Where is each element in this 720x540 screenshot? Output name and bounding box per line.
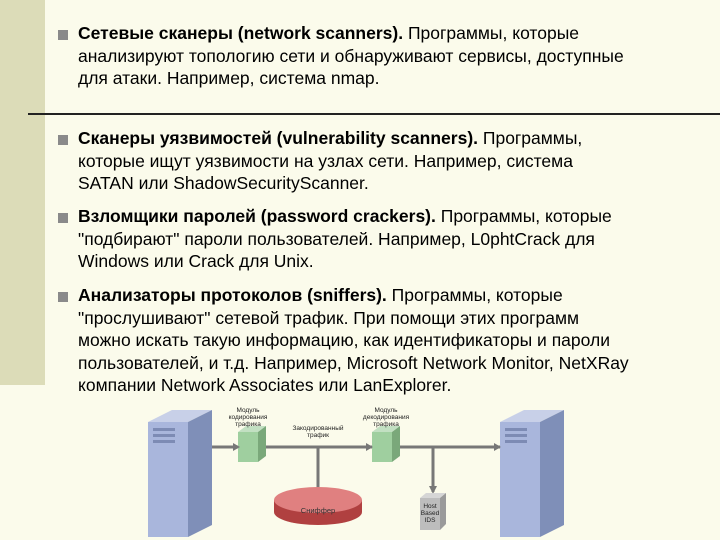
item-term: Сетевые сканеры (network scanners).	[78, 23, 404, 43]
item-term: Взломщики паролей (password crackers).	[78, 206, 436, 226]
sniffer-disk-icon	[274, 487, 362, 525]
ids-label: Based	[421, 510, 440, 517]
item-sniffers: Анализаторы протоколов (sniffers). Прогр…	[78, 284, 629, 397]
encrypted-traffic-label: Закодированный	[292, 424, 343, 432]
item-text: Программы, которые ищут уязвимости на уз…	[78, 128, 583, 193]
item-text: Программы, которые "подбирают" пароли по…	[78, 206, 612, 271]
item-term: Анализаторы протоколов (sniffers).	[78, 285, 387, 305]
bullet-marker	[58, 213, 68, 223]
encrypt-module-label: кодирования	[229, 414, 268, 421]
item-vulnerability-scanners: Сканеры уязвимостей (vulnerability scann…	[78, 127, 582, 195]
ids-label: Host	[423, 503, 437, 510]
ids-label: IDS	[425, 517, 437, 524]
network-lines	[212, 445, 500, 500]
decrypt-module-label: трафика	[373, 421, 399, 428]
right-server-icon	[500, 410, 564, 537]
encrypted-traffic-label: трафик	[307, 432, 329, 439]
item-password-crackers: Взломщики паролей (password crackers). П…	[78, 205, 612, 273]
item-network-scanners: Сетевые сканеры (network scanners). Прог…	[78, 22, 624, 90]
encrypt-module-label: трафика	[235, 421, 261, 428]
divider-line	[28, 113, 720, 115]
sniffer-label: Сниффер	[301, 506, 335, 515]
item-text: Программы, которые "прослушивают" сетево…	[78, 285, 629, 395]
bullet-marker	[58, 135, 68, 145]
encrypt-module-label: Модуль	[236, 407, 260, 414]
bullet-marker	[58, 30, 68, 40]
decrypt-module-icon	[372, 426, 400, 462]
left-server-icon	[148, 410, 212, 537]
bullet-marker	[58, 292, 68, 302]
left-accent-bar	[0, 0, 45, 385]
item-text: Программы, которые анализируют топологию…	[78, 23, 624, 88]
decrypt-module-label: декодирования	[363, 414, 410, 421]
decrypt-module-label: Модуль	[374, 407, 398, 414]
encrypt-module-icon	[238, 426, 266, 462]
ids-box-icon	[420, 493, 446, 530]
item-term: Сканеры уязвимостей (vulnerability scann…	[78, 128, 479, 148]
